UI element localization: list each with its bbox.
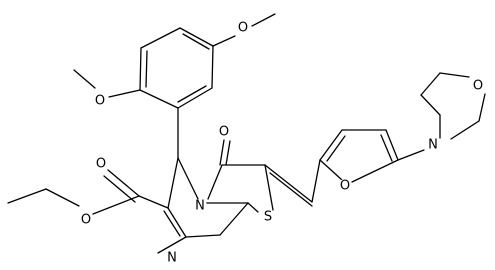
atom-s-ring: S (261, 210, 275, 225)
atom-labels: O O O O O N N S (79, 21, 485, 266)
atom-o-carbonyl: O (217, 125, 231, 140)
svg-text:O: O (96, 157, 106, 172)
atom-o-furan: O (338, 179, 352, 194)
atom-o-ester-carbonyl: O (94, 157, 108, 172)
atom-n-imine: N (165, 251, 179, 266)
atom-n-morpholine: N (426, 138, 440, 153)
svg-text:S: S (264, 210, 272, 225)
atom-o-ester: O (79, 213, 93, 228)
svg-text:O: O (238, 21, 248, 36)
bond-lines (7, 13, 486, 254)
svg-text:O: O (473, 79, 483, 94)
svg-text:N: N (167, 251, 177, 266)
atom-n-ring: N (193, 199, 207, 214)
svg-text:O: O (340, 179, 350, 194)
svg-text:N: N (428, 138, 438, 153)
atom-o-morpholine: O (471, 79, 485, 94)
svg-text:O: O (219, 125, 229, 140)
svg-text:O: O (95, 94, 105, 109)
atom-o-methoxy-left: O (93, 94, 107, 109)
svg-text:N: N (195, 199, 205, 214)
atom-o-methoxy-top: O (236, 21, 250, 36)
svg-text:O: O (81, 213, 91, 228)
